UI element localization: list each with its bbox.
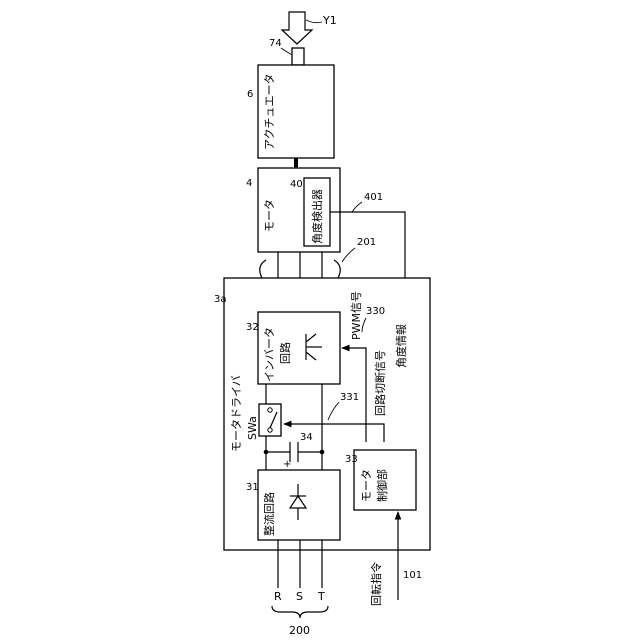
phase-t-label: T (317, 590, 325, 603)
controller-number: 33 (345, 454, 358, 465)
driver-number: 3a (214, 294, 227, 305)
junction-negative (320, 450, 325, 455)
angle-detector-number: 40 (290, 179, 303, 190)
pwm-number: 330 (366, 306, 385, 317)
y1-leader (306, 20, 322, 23)
cable-bracket-left (260, 260, 266, 278)
actuator-number: 6 (247, 89, 253, 100)
switch-label: SWa (246, 416, 259, 440)
cable-number: 201 (357, 237, 376, 248)
input-force-arrow (282, 12, 312, 44)
capacitor-number: 34 (300, 432, 313, 443)
rotation-command-label: 回転指令 (369, 562, 383, 606)
angle-line-number: 401 (364, 192, 383, 203)
phase-s-label: S (296, 590, 303, 603)
cable-bracket-right (334, 260, 340, 278)
phase-r-label: R (274, 590, 282, 603)
cut-signal-label: 回路切断信号 (373, 350, 387, 416)
driver-label: モータドライバ (230, 375, 243, 452)
shaft-leader (281, 48, 292, 55)
junction-positive (264, 450, 269, 455)
actuator-label: アクチュエータ (263, 74, 276, 150)
controller-label-2: 制御部 (375, 469, 389, 502)
supply-brace (272, 606, 328, 618)
angle-info-label: 角度情報 (394, 324, 408, 368)
angle-detector-label: 角度検出器 (310, 189, 324, 244)
motor-label: モータ (263, 199, 276, 232)
inverter-label-2: 回路 (279, 342, 292, 364)
controller-label-1: モータ (360, 469, 373, 502)
motor-number: 4 (246, 178, 252, 189)
angle-line-leader (352, 202, 362, 212)
shaft (292, 48, 304, 65)
inverter-number: 32 (246, 322, 259, 333)
supply-number: 200 (289, 624, 310, 637)
y1-label: Y1 (322, 14, 337, 27)
shaft-number: 74 (269, 38, 282, 49)
rectifier-label: 整流回路 (262, 492, 276, 536)
rotation-number: 101 (403, 570, 422, 581)
capacitor-plus: + (283, 459, 291, 470)
cable-leader (342, 248, 355, 262)
inverter-label-1: インバータ (263, 327, 276, 382)
rectifier-number: 31 (246, 482, 259, 493)
cut-number: 331 (340, 392, 359, 403)
pwm-label: PWM信号 (350, 291, 363, 340)
